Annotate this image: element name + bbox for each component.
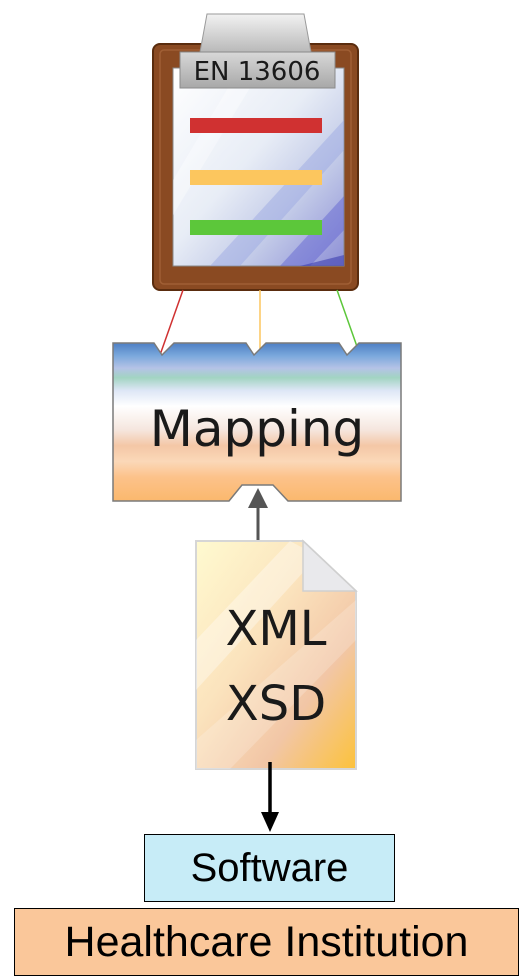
doc-to-mapping-arrowhead-icon [248, 488, 268, 508]
yellow-line-bar [190, 170, 322, 185]
document-line2: XSD [226, 676, 326, 732]
mapping-label: Mapping [150, 400, 365, 458]
green-line-bar [190, 220, 322, 235]
software-label: Software [190, 845, 349, 890]
document-line1: XML [225, 601, 326, 657]
red-line-bar [190, 118, 322, 133]
red-connector-line [159, 289, 184, 356]
doc-to-software-arrowhead-icon [261, 812, 279, 832]
standard-label: EN 13606 [194, 57, 321, 87]
document-page [195, 540, 357, 770]
green-connector-line [336, 289, 361, 356]
institution-label: Healthcare Institution [64, 917, 469, 966]
standard-label-plate [179, 51, 336, 89]
software-box: Software [144, 834, 395, 902]
document-fold-corner [302, 539, 358, 592]
mapping-shape [112, 342, 402, 502]
clipboard-clip [199, 13, 312, 53]
clipboard-paper [172, 67, 345, 267]
healthcare-institution-box: Healthcare Institution [14, 908, 519, 976]
xml-xsd-document: XML XSD [195, 539, 358, 770]
clipboard: EN 13606 [152, 13, 359, 291]
mapping-block: Mapping [112, 342, 402, 502]
